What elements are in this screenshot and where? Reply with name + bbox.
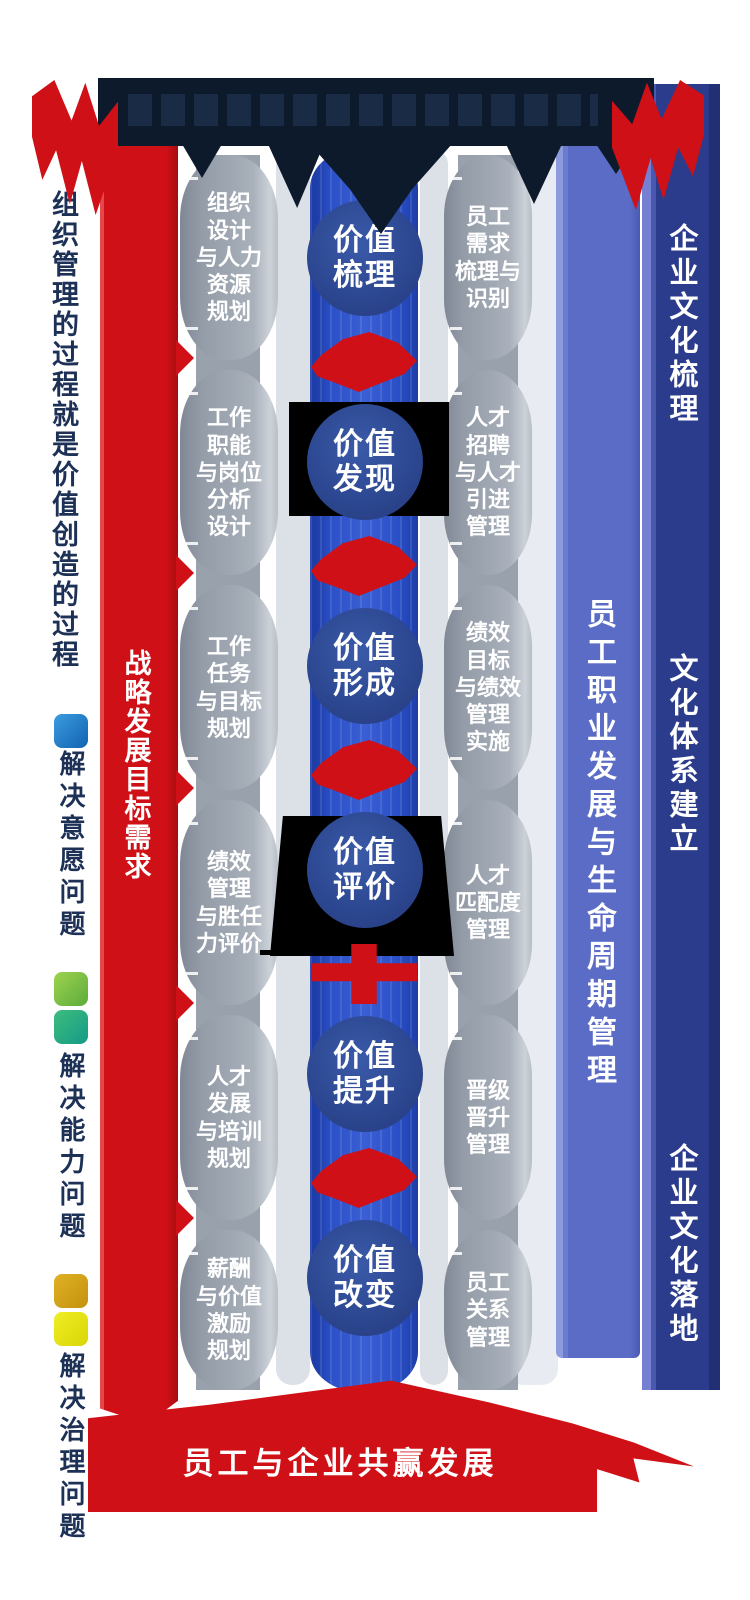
employee-process-item: 员工 需求 梳理与 识别 bbox=[444, 155, 532, 360]
career-development-bar bbox=[556, 140, 640, 1358]
legend-square-green-teal bbox=[54, 1010, 88, 1044]
legend-square-blue bbox=[54, 714, 88, 748]
hr-process-item-label: 工作 职能 与岗位 分析 设计 bbox=[195, 405, 262, 540]
pale-strip-left bbox=[276, 150, 310, 1385]
legend-label-willingness: 解决意愿问题 bbox=[56, 750, 86, 942]
strategy-bar-arrow-tick bbox=[176, 1200, 194, 1236]
culture-section-label: 企业文化梳理 bbox=[665, 223, 697, 427]
strategy-bar-arrow-tick bbox=[176, 770, 194, 806]
employee-process-item: 绩效 目标 与绩效 管理 实施 bbox=[444, 585, 532, 790]
value-step-circle: 价值 发现 bbox=[307, 404, 423, 520]
employee-process-item-label: 员工 需求 梳理与 识别 bbox=[454, 203, 521, 311]
career-development-label: 员工职业发展与生命周期管理 bbox=[582, 598, 615, 1092]
hr-process-item: 工作 职能 与岗位 分析 设计 bbox=[180, 370, 278, 575]
hr-process-item-label: 组织 设计 与人力 资源 规划 bbox=[195, 190, 262, 325]
value-step-circle: 价值 梳理 bbox=[307, 200, 423, 316]
black-underline bbox=[260, 950, 364, 955]
strategy-bar-arrow-tick bbox=[176, 985, 194, 1021]
hr-process-item: 工作 任务 与目标 规划 bbox=[180, 585, 278, 790]
employee-process-item-label: 人才 招聘 与人才 引进 管理 bbox=[454, 405, 521, 540]
employee-process-item: 员工 关系 管理 bbox=[444, 1230, 532, 1390]
left-slogan: 组织管理的过程就是价值创造的过程 bbox=[48, 190, 78, 670]
legend-square-yellow-dark bbox=[54, 1274, 88, 1308]
value-step-circle: 价值 评价 bbox=[307, 812, 423, 928]
hr-process-item: 绩效 管理 与胜任 力评价 bbox=[180, 800, 278, 1005]
employee-process-item: 晋级 晋升 管理 bbox=[444, 1015, 532, 1220]
hr-process-item-label: 人才 发展 与培训 规划 bbox=[195, 1063, 262, 1171]
employee-process-item: 人才 招聘 与人才 引进 管理 bbox=[444, 370, 532, 575]
hr-process-item-label: 绩效 管理 与胜任 力评价 bbox=[195, 848, 262, 956]
hr-process-item: 人才 发展 与培训 规划 bbox=[180, 1015, 278, 1220]
legend-square-green-light bbox=[54, 972, 88, 1006]
strategy-bar-arrow-tick bbox=[176, 340, 194, 376]
legend-square-yellow bbox=[54, 1312, 88, 1346]
value-step-circle: 价值 形成 bbox=[307, 608, 423, 724]
value-step-circle: 价值 提升 bbox=[307, 1016, 423, 1132]
employee-process-item-label: 晋级 晋升 管理 bbox=[465, 1077, 510, 1158]
employee-process-item: 人才 匹配度 管理 bbox=[444, 800, 532, 1005]
legend-label-ability: 解决能力问题 bbox=[56, 1052, 86, 1244]
strategy-bar-label: 战略发展目标需求 bbox=[120, 649, 151, 881]
legend-label-governance: 解决治理问题 bbox=[56, 1352, 86, 1544]
hr-process-item: 组织 设计 与人力 资源 规划 bbox=[180, 155, 278, 360]
culture-section-label: 文化体系建立 bbox=[665, 653, 697, 857]
title-banner-obscured-text bbox=[128, 94, 598, 126]
pale-strip-center-right bbox=[420, 150, 448, 1385]
strategy-bar-arrow-tick bbox=[176, 555, 194, 591]
employee-process-item-label: 员工 关系 管理 bbox=[465, 1270, 510, 1350]
strategy-bar bbox=[100, 130, 178, 1424]
hr-process-item: 薪酬 与价值 激励 规划 bbox=[180, 1230, 278, 1390]
footer-banner-label: 员工与企业共赢发展 bbox=[182, 1446, 498, 1481]
hr-process-item-label: 薪酬 与价值 激励 规划 bbox=[195, 1256, 262, 1364]
culture-bar bbox=[642, 84, 720, 1390]
culture-section-label: 企业文化落地 bbox=[665, 1143, 697, 1347]
employee-process-item-label: 绩效 目标 与绩效 管理 实施 bbox=[454, 620, 521, 755]
hr-process-item-label: 工作 任务 与目标 规划 bbox=[195, 633, 262, 741]
employee-process-item-label: 人才 匹配度 管理 bbox=[454, 862, 521, 943]
value-step-circle: 价值 改变 bbox=[307, 1220, 423, 1336]
